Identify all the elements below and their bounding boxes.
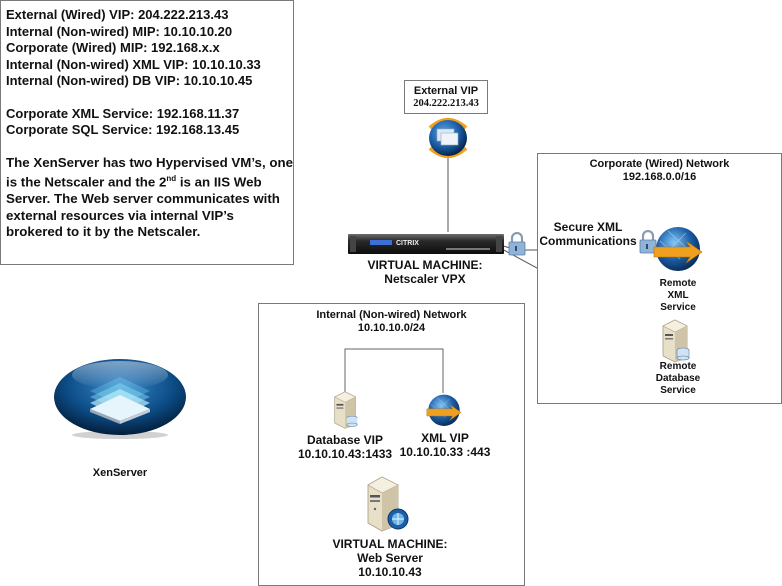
web-server-line3: 10.10.10.43 <box>358 565 422 579</box>
xml-vip-title: XML VIP <box>421 431 469 445</box>
info-line: External (Wired) VIP: 204.222.213.43 <box>6 7 229 22</box>
info-line: Internal (Non-wired) MIP: 10.10.10.20 <box>6 23 233 39</box>
remote-xml-line1: Remote <box>659 278 697 289</box>
remote-db-label: Remote Database Service <box>645 361 711 397</box>
description-superscript: nd <box>166 174 177 184</box>
db-vip-address: 10.10.10.43:1433 <box>297 447 393 461</box>
db-vip-label: Database VIP 10.10.10.43:1433 <box>285 433 405 461</box>
padlock-icon <box>639 230 657 254</box>
info-line: Corporate (Wired) MIP: 192.168.x.x <box>6 40 220 55</box>
xml-vip-label: XML VIP 10.10.10.33 :443 <box>390 431 500 459</box>
corporate-network-title: Corporate (Wired) Network <box>589 158 730 170</box>
remote-db-line1: Remote <box>659 361 697 372</box>
info-service-line: Corporate SQL Service: 192.168.13.45 <box>6 122 240 137</box>
info-panel: External (Wired) VIP: 204.222.213.43 Int… <box>0 0 294 265</box>
netscaler-brand: CITRIX <box>396 240 419 247</box>
info-line: Internal (Non-wired) DB VIP: 10.10.10.45 <box>6 73 253 88</box>
internal-network-subnet: 10.10.10.0/24 <box>357 322 426 334</box>
netscaler-appliance-icon: CITRIX <box>348 234 504 254</box>
remote-db-line2: Database <box>655 373 701 384</box>
web-server-icon <box>367 476 409 532</box>
remote-xml-line2: XML <box>667 290 689 301</box>
database-server-icon <box>334 391 358 429</box>
info-line: Internal (Non-wired) XML VIP: 10.10.10.3… <box>6 56 261 72</box>
secure-xml-line1: Secure XML <box>553 220 623 234</box>
web-server-line1: VIRTUAL MACHINE: <box>332 537 448 551</box>
secure-xml-label: Secure XML Communications <box>538 220 638 248</box>
xenserver-label: XenServer <box>92 467 148 479</box>
description-text: is an IIS Web Server. The Web server com… <box>6 174 280 240</box>
description-text: The XenServer has two Hypervised VM’s, o… <box>6 154 293 190</box>
remote-db-line3: Service <box>660 385 696 396</box>
padlock-icon <box>508 232 526 256</box>
globe-icon <box>653 227 703 271</box>
netscaler-label-line1: VIRTUAL MACHINE: <box>367 258 483 272</box>
netscaler-label-line2: Netscaler VPX <box>384 272 466 286</box>
xml-vip-address: 10.10.10.33 :443 <box>399 445 491 459</box>
remote-xml-line3: Service <box>660 302 696 313</box>
virtual-ip-globe-icon <box>428 118 468 158</box>
web-server-label: VIRTUAL MACHINE: Web Server 10.10.10.43 <box>315 537 465 579</box>
info-description: The XenServer has two Hypervised VM’s, o… <box>6 155 293 241</box>
external-vip-label: External VIP 204.222.213.43 <box>404 80 488 114</box>
external-vip-ip: 204.222.213.43 <box>413 98 479 109</box>
globe-icon <box>426 394 462 426</box>
internal-network-title: Internal (Non-wired) Network <box>316 309 467 321</box>
corporate-network-subnet: 192.168.0.0/16 <box>622 171 697 183</box>
xenserver-logo-icon <box>54 359 186 439</box>
external-vip-title: External VIP <box>413 85 479 97</box>
remote-xml-label: Remote XML Service <box>648 278 708 314</box>
database-server-icon <box>662 319 690 363</box>
secure-xml-line2: Communications <box>539 234 637 248</box>
web-server-line2: Web Server <box>357 551 423 565</box>
db-vip-title: Database VIP <box>306 433 384 447</box>
netscaler-label: VIRTUAL MACHINE: Netscaler VPX <box>350 258 500 286</box>
info-service-line: Corporate XML Service: 192.168.11.37 <box>6 105 240 121</box>
